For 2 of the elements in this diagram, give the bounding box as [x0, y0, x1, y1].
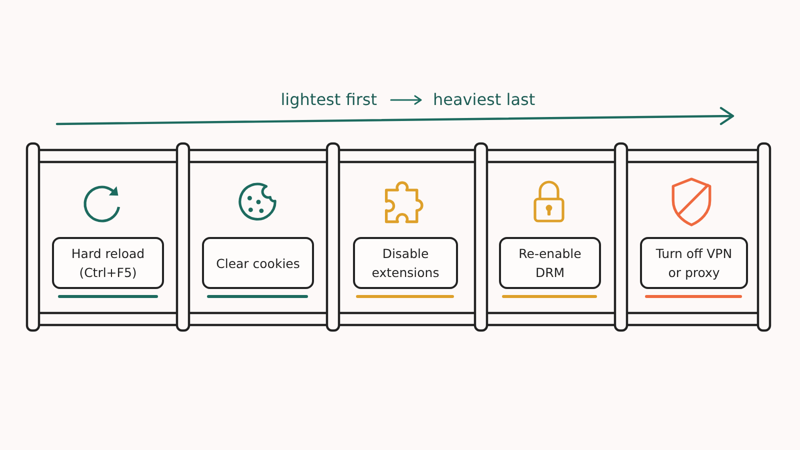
- scale-label: lightest first: [280, 90, 377, 110]
- scale-label: heaviest last: [433, 90, 536, 110]
